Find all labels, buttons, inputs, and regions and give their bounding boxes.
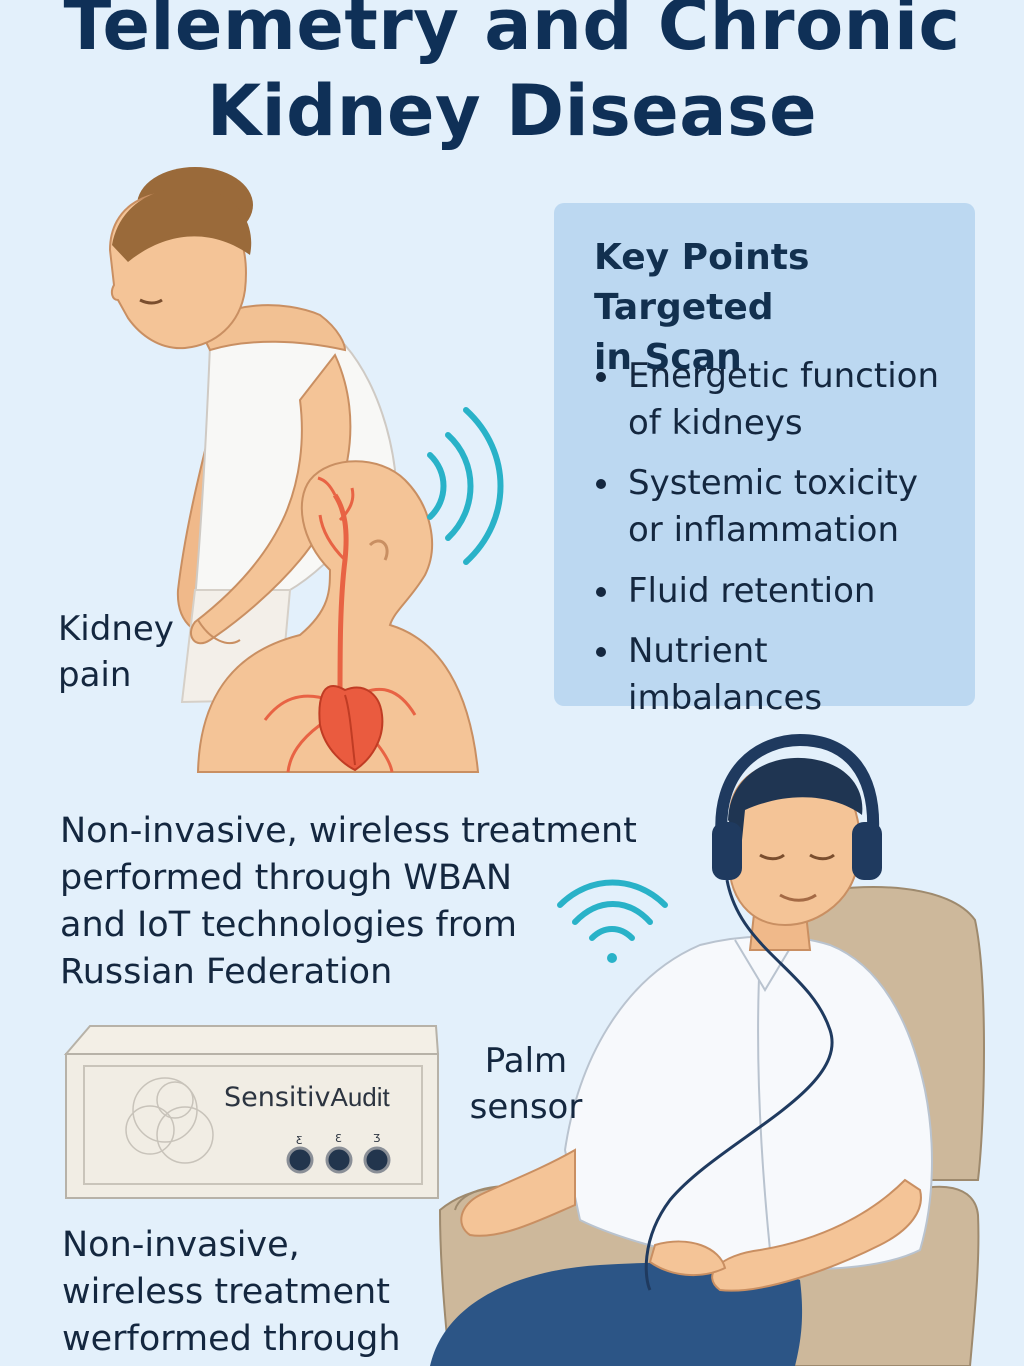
port-label-2: Ɛ bbox=[335, 1132, 342, 1145]
key-points-heading: Key Points Targeted in Scan bbox=[594, 233, 974, 383]
footer-description: Non-invasive, wireless treatment werform… bbox=[62, 1225, 401, 1359]
key-point-item: Energetic function of kidneys bbox=[596, 353, 963, 447]
key-points-heading-line-1: Key Points Targeted bbox=[594, 237, 810, 328]
treatment-description: Non-invasive, wireless treatment perform… bbox=[60, 811, 637, 992]
key-point-item: Nutrient imbalances bbox=[596, 628, 963, 722]
palm-sensor-label: Palm sensor bbox=[469, 1041, 583, 1127]
port-label-3: Ʒ bbox=[373, 1132, 380, 1145]
sensitiv-audit-device: SensitivAudit ƹ Ɛ Ʒ bbox=[63, 1025, 440, 1199]
kidney-pain-label: Kidney pain bbox=[58, 609, 174, 695]
device-brand-label: SensitivAudit bbox=[224, 1082, 391, 1113]
wifi-icon bbox=[557, 879, 668, 963]
page-title: Telemetry and Chronic Kidney Disease bbox=[0, 0, 1024, 154]
man-illustration bbox=[430, 733, 933, 1366]
port-label-1: ƹ bbox=[296, 1132, 302, 1145]
title-line-1: Telemetry and Chronic bbox=[63, 0, 961, 66]
key-point-item: Systemic toxicity or inflammation bbox=[596, 460, 963, 554]
key-points-heading-line-2: in Scan bbox=[594, 337, 742, 378]
title-line-2: Kidney Disease bbox=[206, 70, 818, 152]
key-points-panel: Key Points Targeted in Scan Energetic fu… bbox=[554, 203, 975, 718]
anatomy-illustration bbox=[196, 460, 480, 773]
key-point-item: Fluid retention bbox=[596, 568, 963, 615]
signal-waves-icon bbox=[427, 407, 504, 565]
